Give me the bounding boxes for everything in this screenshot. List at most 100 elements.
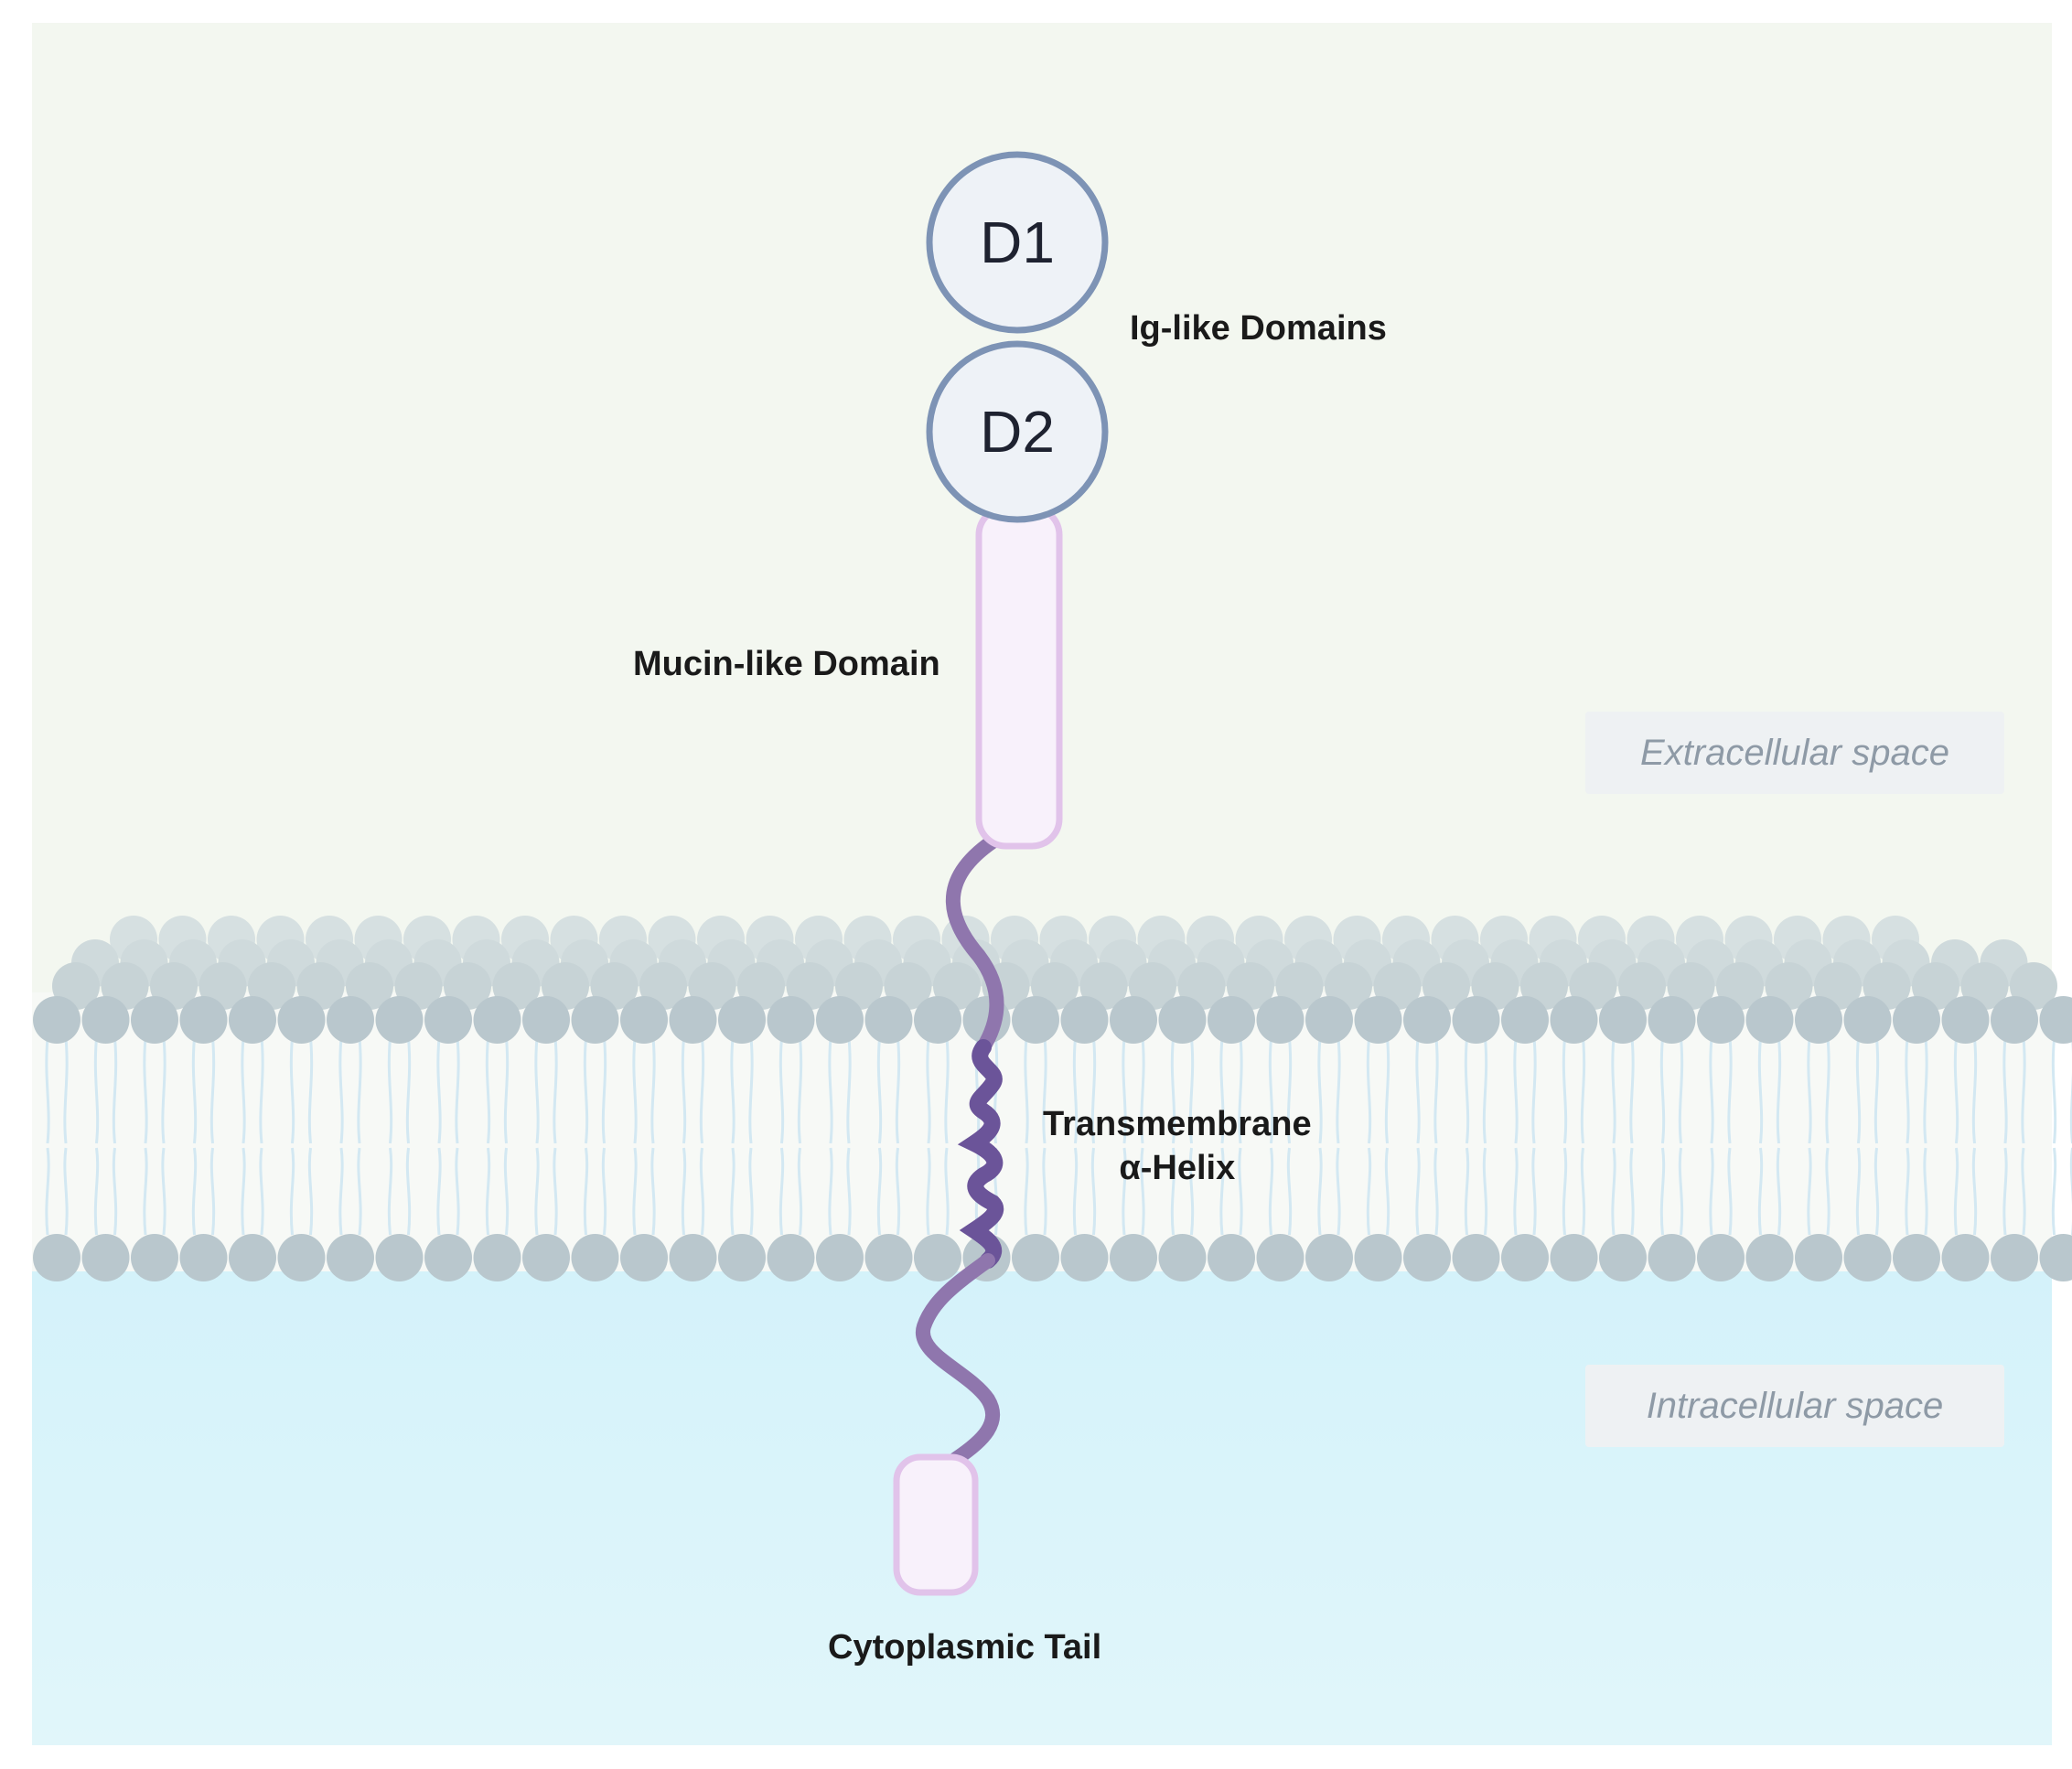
mucin-like-domain-shape (975, 504, 1063, 850)
lipid-tail (1482, 1037, 1488, 1144)
ig-domain-d1: D1 (926, 151, 1109, 334)
lipid-tail (1513, 1037, 1519, 1144)
lipid-head (1305, 1234, 1353, 1281)
lipid-tail (1611, 1147, 1616, 1236)
lipid-head (277, 996, 326, 1044)
lipid-tail (1873, 1147, 1880, 1236)
lipid-head (1893, 1234, 1940, 1281)
lipid-tail (748, 1037, 754, 1144)
lipid-head (571, 1234, 619, 1281)
lipid-head (179, 1234, 228, 1281)
transmembrane-helix (957, 1039, 1004, 1269)
lipid-head (1550, 1234, 1598, 1281)
lipid-tail (455, 1147, 460, 1236)
lipid-tail (307, 1147, 314, 1236)
lipid-tail (93, 1037, 100, 1144)
lipid-head (2039, 1234, 2072, 1281)
lipid-tail (112, 1147, 118, 1236)
lipid-head (1208, 996, 1255, 1044)
lipid-heads-inner-leaflet (33, 1234, 2072, 1281)
lipid-head (81, 1234, 130, 1281)
lipid-tail (1024, 1037, 1029, 1144)
lipid-tail (436, 1037, 442, 1144)
lipid-tail (1757, 1147, 1764, 1236)
lipid-tail (1825, 1147, 1830, 1236)
lipid-tail (1268, 1147, 1274, 1236)
lipid-tail (1170, 1037, 1176, 1144)
lipid-tail (632, 1147, 638, 1236)
lipid-tail (338, 1147, 344, 1236)
lipid-tail (1433, 1147, 1439, 1236)
lipid-tail (2051, 1147, 2057, 1236)
lipid-head (1843, 996, 1892, 1044)
lipid-tail (191, 1147, 198, 1236)
lipid-head (1941, 996, 1990, 1044)
lipid-head (1843, 1234, 1892, 1281)
lipid-tail (1971, 1037, 1978, 1144)
lipid-head (1060, 996, 1109, 1044)
lipid-tail (926, 1147, 931, 1236)
lipid-tail (1923, 1147, 1928, 1236)
lipid-tail (876, 1147, 883, 1236)
lipid-head (1403, 1234, 1451, 1281)
lipid-head (620, 1234, 668, 1281)
lipid-tail (1219, 1037, 1225, 1144)
lipid-tail (1971, 1147, 1978, 1236)
lipid-tail (387, 1147, 393, 1236)
lipid-tail (797, 1037, 803, 1144)
lipid-tail (1905, 1037, 1910, 1144)
lipid-tail (357, 1037, 362, 1144)
lipid-head (1158, 996, 1207, 1044)
lipid-tail (1855, 1147, 1862, 1236)
lipid-tail (1072, 1147, 1079, 1236)
lipid-tail (143, 1037, 148, 1144)
lipid-tail (2021, 1037, 2026, 1144)
lipid-tail (828, 1147, 833, 1236)
lipid-head (816, 996, 864, 1044)
lipid-tail (730, 1147, 735, 1236)
lipid-tail (1825, 1037, 1830, 1144)
lipid-tail (1709, 1147, 1714, 1236)
lipid-head (1012, 996, 1059, 1044)
lipid-head (473, 996, 521, 1044)
lipid-tail (436, 1147, 442, 1236)
lipid-tail (1286, 1147, 1293, 1236)
lipid-head (767, 996, 815, 1044)
lipid-head (669, 1234, 717, 1281)
lipid-tail (503, 1147, 510, 1236)
lipid-tail (241, 1147, 246, 1236)
lipid-head (424, 996, 472, 1044)
lipid-head (1403, 996, 1451, 1044)
lipid-tail (650, 1037, 656, 1144)
lipid-tail (1366, 1037, 1372, 1144)
lipid-tail (455, 1037, 460, 1144)
lipid-head (229, 996, 276, 1044)
lipid-tail (289, 1037, 295, 1144)
lipid-tail (1072, 1037, 1079, 1144)
lipid-head (1256, 1234, 1304, 1281)
lipid-head (914, 996, 961, 1044)
lipid-tail (583, 1037, 589, 1144)
svg-text:D1: D1 (980, 209, 1055, 275)
lipid-head (1501, 996, 1549, 1044)
lipid-head (1745, 1234, 1794, 1281)
lipid-head (620, 996, 668, 1044)
lipid-head (327, 996, 374, 1044)
lipid-tail (63, 1147, 69, 1236)
lipid-tail (1953, 1037, 1959, 1144)
lipid-tail (338, 1037, 344, 1144)
lipid-head (1697, 1234, 1745, 1281)
lipid-tail (632, 1037, 638, 1144)
cytoplasmic-tail-label: Cytoplasmic Tail (828, 1628, 1102, 1667)
lipid-head (1354, 996, 1402, 1044)
lipid-tail (93, 1147, 100, 1236)
svg-text:D2: D2 (980, 399, 1055, 465)
lipid-tail (699, 1147, 705, 1236)
lipid-tail (1122, 1037, 1127, 1144)
lipid-head (767, 1234, 815, 1281)
lipid-head (81, 996, 130, 1044)
lipid-head (522, 996, 570, 1044)
lipid-tail (1776, 1037, 1782, 1144)
lipid-tail (601, 1147, 607, 1236)
lipid-tail (1188, 1147, 1195, 1236)
